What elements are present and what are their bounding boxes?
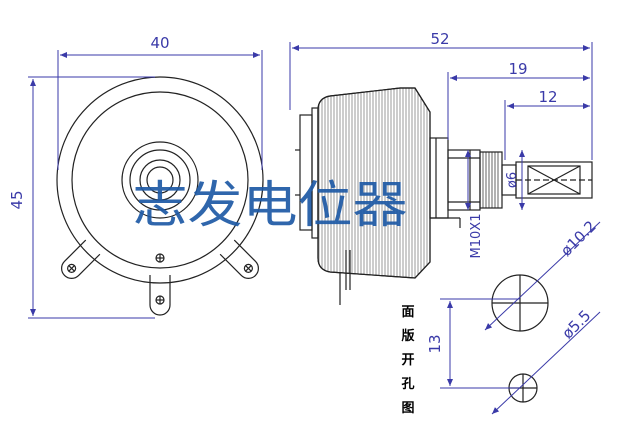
dim-shaft-dia: ø6 [505,172,520,188]
panel-label-char-1: 版 [401,328,414,344]
panel-cutout-label: 面 版 开 孔 图 [401,305,414,416]
side-view [295,87,593,305]
front-outer-ring [56,76,264,284]
terminal-right [61,239,101,279]
panel-hole-view [491,274,549,403]
dim-hole-small: ø5.5 [558,306,594,342]
front-hub-inner [129,149,191,211]
dim-hole-spacing: 13 [426,334,444,353]
dim-thread: M10X1 [469,214,484,259]
dim-front-height: 45 [8,190,26,209]
dim-side-length: 52 [430,30,449,48]
dim-hole-big: ø10.2 [557,217,600,260]
dim-shaft-length: 19 [508,60,527,78]
dim-shaft-tip: 12 [538,88,557,106]
side-dimensions [289,42,593,210]
front-shaft-circle [139,159,181,201]
front-hub-outer [121,141,199,219]
terminal-left [219,239,259,279]
panel-label-char-2: 开 [401,353,414,368]
front-inner-ring [71,91,249,269]
front-view [56,76,264,316]
watermark-text: 志发电位器 [133,176,408,234]
front-dimensions [28,50,263,319]
panel-label-char-0: 面 [401,305,414,320]
panel-label-char-4: 图 [401,401,414,416]
terminal-bottom [149,275,171,316]
dim-front-width: 40 [150,34,169,52]
panel-label-char-3: 孔 [401,377,414,392]
panel-hole-dimensions [440,221,601,415]
